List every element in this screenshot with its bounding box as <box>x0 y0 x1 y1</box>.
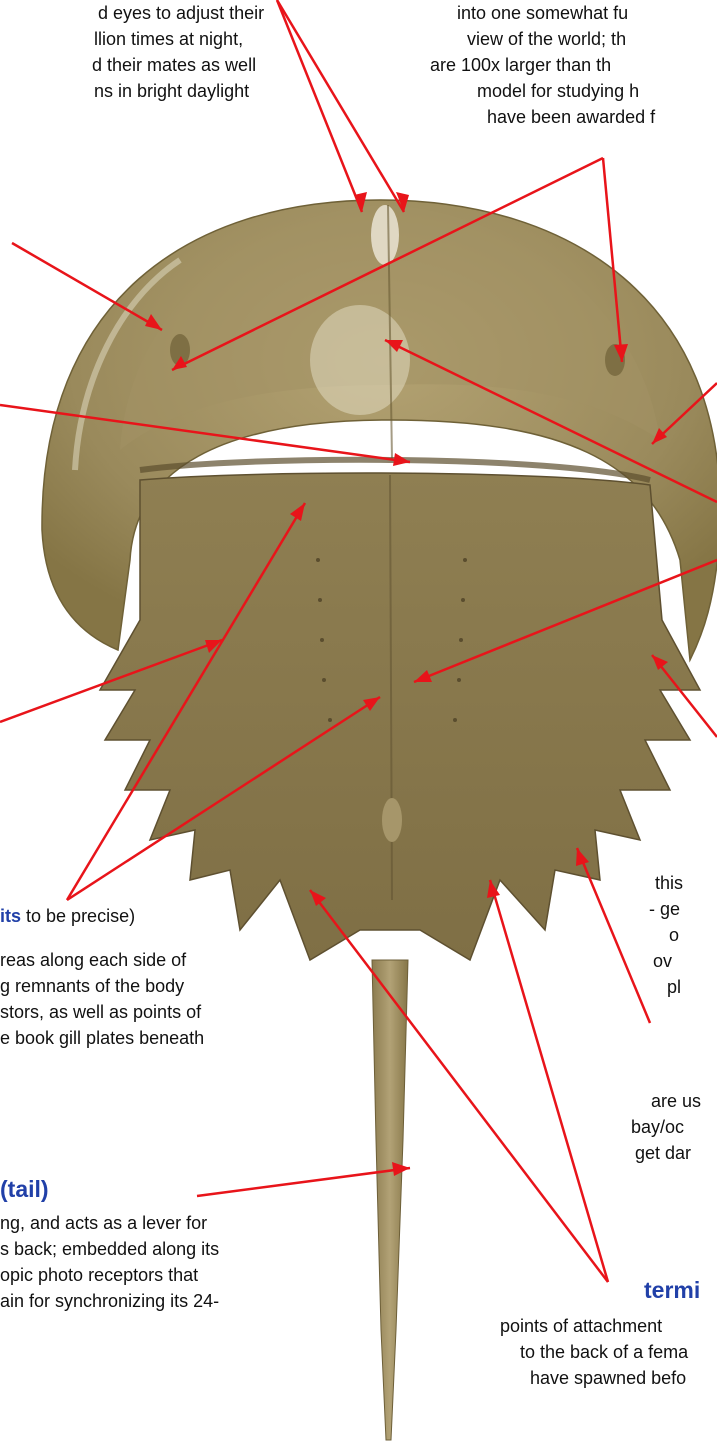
spines-caption: termi points of attachment to the back o… <box>520 1277 700 1391</box>
text-line: bay/oc <box>631 1114 701 1140</box>
text-line: have spawned befo <box>530 1365 700 1391</box>
top-right-text: into one somewhat fu view of the world; … <box>430 0 655 130</box>
text-line: g remnants of the body <box>0 973 204 999</box>
text-line: s back; embedded along its <box>0 1236 219 1262</box>
arrow-eye-right <box>277 0 404 212</box>
text-line: model for studying h <box>477 78 655 104</box>
right-mid-text: this - ge o ov pl <box>655 870 683 1000</box>
text-line: e book gill plates beneath <box>0 1025 204 1051</box>
text-line: d their mates as well <box>92 52 264 78</box>
text-line: have been awarded f <box>487 104 655 130</box>
text-line: pl <box>667 974 683 1000</box>
text-line: ns in bright daylight <box>94 78 264 104</box>
top-left-text: d eyes to adjust their llion times at ni… <box>98 0 264 104</box>
text-line: o <box>669 922 683 948</box>
arrow-spine-lower <box>577 848 650 1023</box>
spines-label: termi <box>644 1277 700 1303</box>
text-line: this <box>655 870 683 896</box>
telson-tail <box>372 960 408 1440</box>
arrow-term-2 <box>490 880 608 1282</box>
text-line: to the back of a fema <box>520 1339 700 1365</box>
text-line: reas along each side of <box>0 947 204 973</box>
tail-label: (tail) <box>0 1176 219 1202</box>
pits-rest: to be precise) <box>21 906 135 926</box>
text-line: into one somewhat fu <box>457 0 655 26</box>
pits-label: its <box>0 906 21 926</box>
text-line: - ge <box>649 896 683 922</box>
text-line: stors, as well as points of <box>0 999 204 1025</box>
arrow-eye-left <box>277 0 362 212</box>
text-line: ov <box>653 948 683 974</box>
text-line: points of attachment <box>500 1313 700 1339</box>
text-line: d eyes to adjust their <box>98 0 264 26</box>
text-line: ng, and acts as a lever for <box>0 1210 219 1236</box>
right-low-text: are us bay/oc get dar <box>653 1088 701 1166</box>
text-line: ain for synchronizing its 24- <box>0 1288 219 1314</box>
text-line: view of the world; th <box>467 26 655 52</box>
text-line: are 100x larger than th <box>430 52 655 78</box>
text-line: are us <box>651 1088 701 1114</box>
text-line: opic photo receptors that <box>0 1262 219 1288</box>
abdomen-opisthosoma <box>100 473 700 960</box>
text-line: get dar <box>635 1140 701 1166</box>
text-line: llion times at night, <box>94 26 264 52</box>
tail-caption: (tail) ng, and acts as a lever for s bac… <box>0 1176 219 1314</box>
pits-caption: its to be precise) reas along each side … <box>0 903 204 1051</box>
